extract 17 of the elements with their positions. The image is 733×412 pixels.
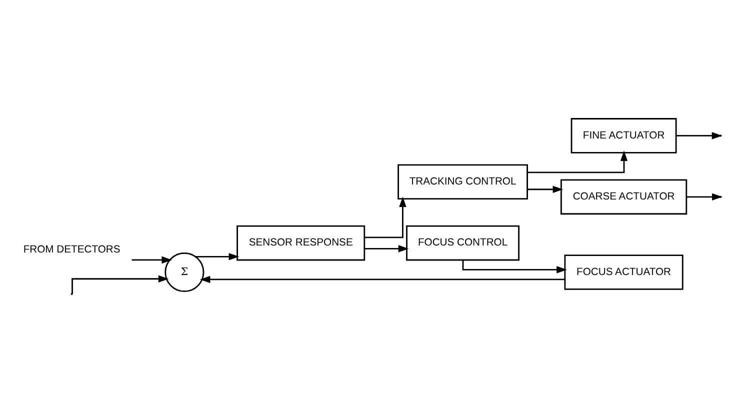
arrow <box>196 252 240 260</box>
node-box: TRACKING CONTROL <box>398 164 528 199</box>
node-box: FOCUS ACTUATOR <box>564 254 684 290</box>
node-box: FOCUS CONTROL <box>406 224 520 260</box>
arrow <box>364 196 406 238</box>
arrow <box>462 260 567 273</box>
node-box: COARSE ACTUATOR <box>560 178 688 214</box>
arrow <box>364 244 409 252</box>
node-text: FROM DETECTORS <box>23 244 120 255</box>
arrow <box>527 150 628 173</box>
node-circle: Σ <box>164 252 204 292</box>
node-box: SENSOR RESPONSE <box>236 224 366 260</box>
arrow <box>527 185 564 193</box>
node-box: FINE ACTUATOR <box>570 118 677 153</box>
arrow <box>132 256 172 264</box>
arrow <box>200 275 565 283</box>
arrow <box>72 274 169 294</box>
